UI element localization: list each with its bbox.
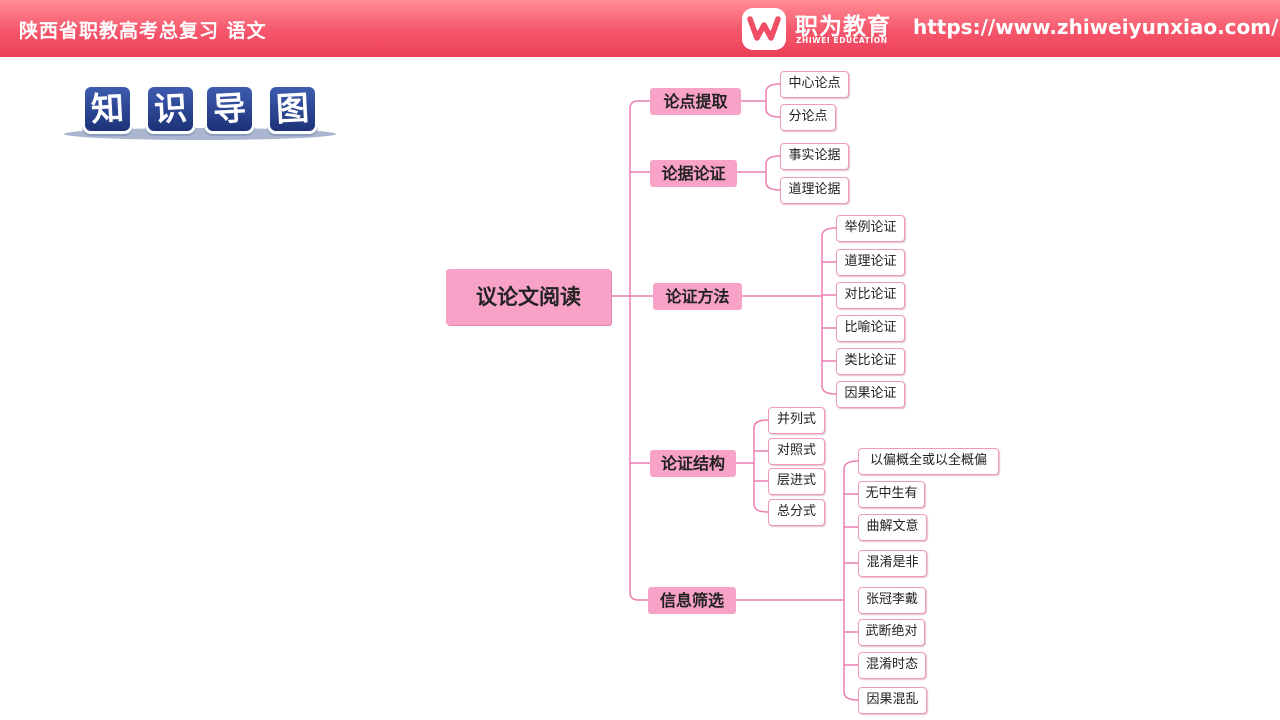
root-node: 议论文阅读 [446,269,611,325]
leaf-node: 对照式 [768,438,825,465]
branch-node: 论据论证 [650,160,737,187]
leaf-node: 因果混乱 [858,687,927,714]
leaf-node: 举例论证 [836,215,905,242]
leaf-node: 总分式 [768,499,825,526]
leaf-node: 无中生有 [858,481,925,508]
leaf-node: 分论点 [780,104,836,131]
leaf-node: 武断绝对 [858,619,925,646]
badge-char: 导 [204,84,255,134]
logo-subtitle: ZHIWEI EDUCATION [796,36,888,45]
leaf-node: 类比论证 [836,348,905,375]
course-title: 陕西省职教高考总复习 语文 [19,20,267,42]
leaf-node: 曲解文意 [858,514,927,541]
leaf-node: 层进式 [768,468,825,495]
badge-char: 图 [267,84,318,134]
badge-char: 知 [82,84,133,134]
leaf-node: 对比论证 [836,282,905,309]
leaf-node: 混淆时态 [858,652,926,679]
leaf-node: 事实论据 [780,143,849,170]
branch-node: 信息筛选 [648,587,736,614]
branch-node: 论证方法 [653,283,742,310]
leaf-node: 混淆是非 [858,550,927,577]
leaf-node: 中心论点 [780,71,849,98]
leaf-node: 并列式 [768,407,825,434]
leaf-node: 比喻论证 [836,315,905,342]
website-url[interactable]: https://www.zhiweiyunxiao.com/ [913,15,1279,39]
branch-node: 论点提取 [650,88,741,115]
leaf-node: 以偏概全或以全概偏 [858,448,999,475]
leaf-node: 道理论证 [836,249,905,276]
logo-name: 职为教育 [795,14,891,40]
leaf-node: 道理论据 [780,177,849,204]
branch-node: 论证结构 [650,450,736,477]
leaf-node: 张冠李戴 [858,587,926,614]
badge-char: 识 [145,84,196,134]
zhiwei-logo-icon [742,8,786,50]
knowledge-map-badge: 知 识 导 图 [62,80,338,144]
leaf-node: 因果论证 [836,381,905,408]
header-bar: 陕西省职教高考总复习 语文 职为教育 ZHIWEI EDUCATION http… [0,0,1280,57]
badge-shadow [64,128,336,140]
